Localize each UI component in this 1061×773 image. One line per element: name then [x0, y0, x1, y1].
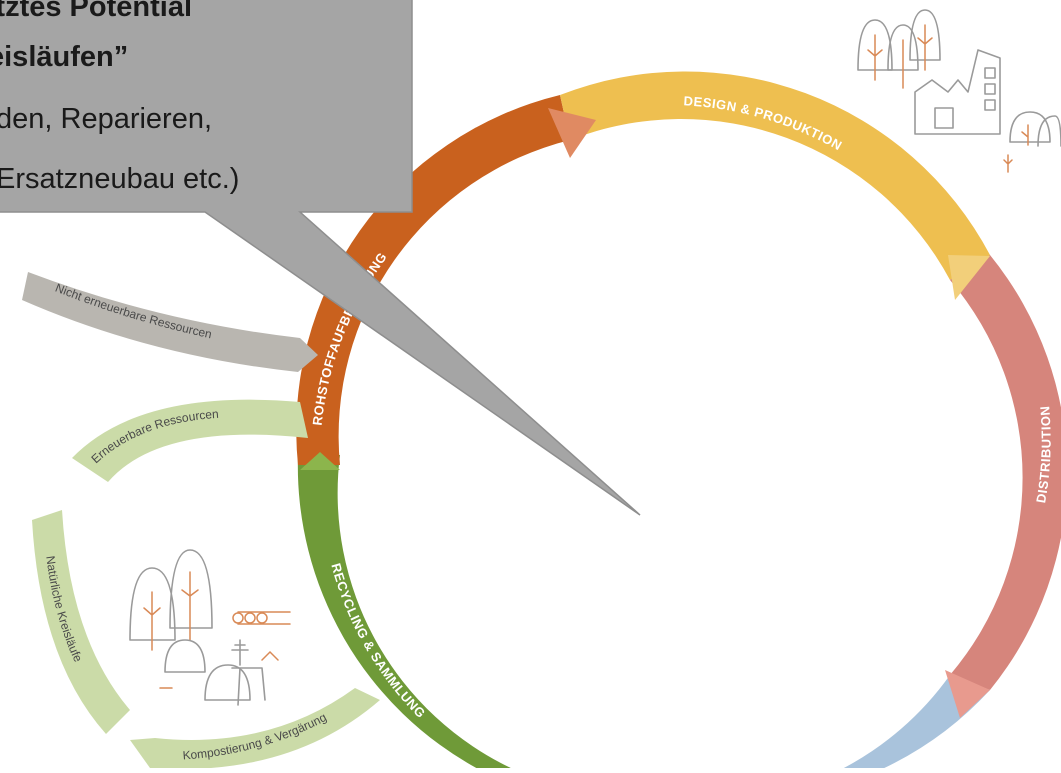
factory-trees-icon: [857, 9, 1061, 173]
callout-line-4: Ersatzneubau etc.): [0, 163, 239, 195]
nicht-erneuerbar-arrow: Nicht erneuerbare Ressourcen: [22, 272, 318, 372]
arrowhead-recycling-rohstoff: [300, 452, 340, 470]
callout-line-1: nutztes Potential: [0, 0, 192, 23]
callout-line-2: eisläufen”: [0, 41, 128, 73]
callout-bubble: nutztes Potential eisläufen” den, Repari…: [0, 0, 641, 516]
kompostierung-arrow: Kompostierung & Vergärung: [130, 688, 380, 770]
segment-recycling: [297, 455, 515, 770]
segment-distribution: [950, 255, 1061, 690]
callout-line-3: den, Reparieren,: [0, 103, 212, 135]
segment-blue: [840, 675, 990, 770]
arrowhead-design-distribution: [948, 255, 990, 300]
arrowhead-rohstoff-design: [548, 108, 596, 158]
natuerliche-arrow: Natürliche Kreisläufe: [32, 510, 130, 734]
erneuerbar-arrow: Erneuerbare Ressourcen: [72, 399, 308, 482]
forest-deer-icon: [129, 549, 291, 706]
arrowhead-distribution-blue: [945, 670, 990, 718]
segment-design: [560, 71, 990, 281]
